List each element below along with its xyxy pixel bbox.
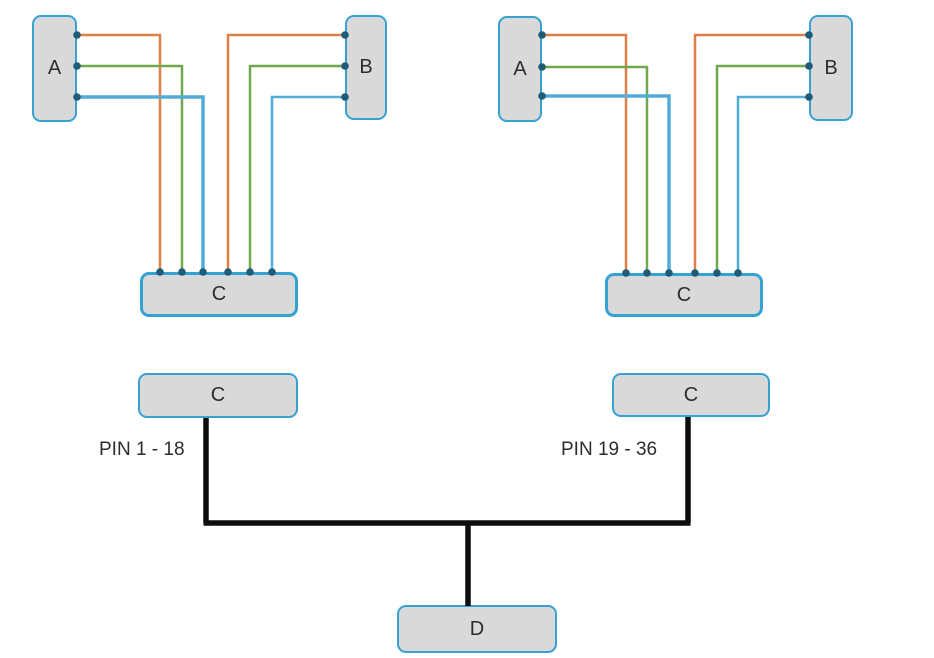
wire-right-a-blue xyxy=(542,94,671,273)
wire-right-b-orange xyxy=(693,33,809,273)
node-c-top-left: C xyxy=(140,272,298,317)
wire-right-a-orange xyxy=(542,33,628,273)
port-dots xyxy=(73,31,813,277)
node-b-right-label: B xyxy=(824,56,838,79)
node-d: D xyxy=(397,605,557,653)
wire-right-a-green xyxy=(542,65,649,273)
node-c-lower-left: C xyxy=(138,373,298,418)
node-c-top-right-label: C xyxy=(676,283,692,306)
wire-left-b-green xyxy=(248,64,345,272)
wire-left-a-blue xyxy=(77,95,205,272)
wire-right-b-green xyxy=(715,64,809,273)
node-a-right-label: A xyxy=(513,57,527,80)
node-b-left: B xyxy=(345,15,387,120)
pin-range-left-label: PIN 1 - 18 xyxy=(99,439,185,460)
node-c-lower-right-label: C xyxy=(683,383,699,406)
node-c-top-right: C xyxy=(605,273,763,317)
wire-left-a-orange xyxy=(77,33,162,272)
wire-right-b-blue xyxy=(736,95,809,273)
node-c-lower-right: C xyxy=(612,373,770,417)
wire-left-b-orange xyxy=(226,33,345,272)
node-a-right: A xyxy=(498,16,542,122)
wire-left-b-blue xyxy=(270,95,345,272)
wire-left-a-green xyxy=(77,64,184,272)
node-c-lower-left-label: C xyxy=(210,384,226,406)
node-a-left: A xyxy=(32,15,77,122)
pin-range-right-label: PIN 19 - 36 xyxy=(561,439,658,460)
node-b-left-label: B xyxy=(359,56,373,78)
node-d-label: D xyxy=(469,617,485,640)
node-b-right: B xyxy=(809,15,853,121)
node-c-top-left-label: C xyxy=(211,283,227,305)
node-a-left-label: A xyxy=(47,57,62,79)
